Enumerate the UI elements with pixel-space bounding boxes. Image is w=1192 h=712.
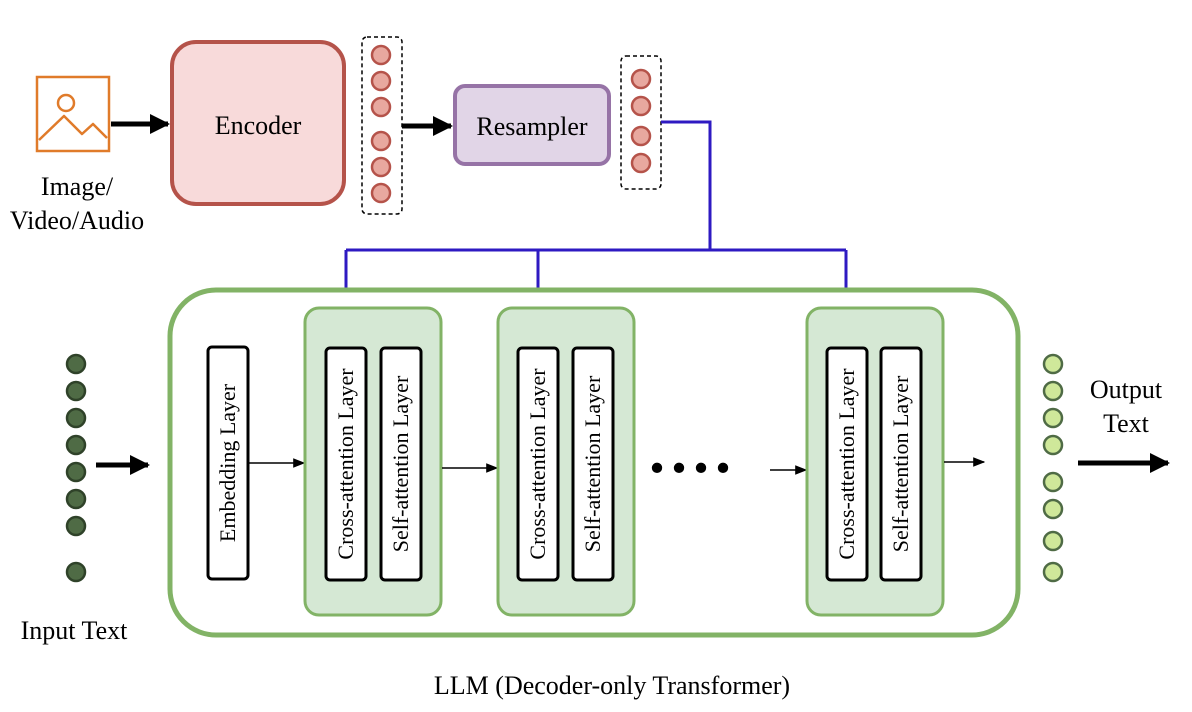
input-token (65, 488, 87, 510)
output-token (1042, 530, 1064, 552)
output-token (1042, 471, 1064, 493)
output-text-label-line2: Text (1103, 409, 1150, 438)
output-token (1042, 380, 1064, 402)
input-token (65, 434, 87, 456)
encoder-token (370, 96, 392, 118)
resampler-token-column (620, 55, 662, 190)
self-attention-layer-label: Self-attention Layer (388, 375, 413, 552)
self-attention-layer (571, 346, 615, 582)
output-token (1042, 561, 1064, 583)
output-token (1042, 498, 1064, 520)
input-token-column (65, 353, 87, 583)
output-token (1042, 353, 1064, 375)
output-token (1042, 434, 1064, 456)
self-attention-layer (879, 346, 923, 582)
self-attention-layer-label: Self-attention Layer (580, 375, 605, 552)
media-label-line2: Video/Audio (10, 206, 144, 235)
encoder-token-column (361, 36, 403, 215)
encoder-token (370, 156, 392, 178)
resampler-token (630, 125, 652, 147)
resampler-block (453, 84, 611, 166)
input-token (65, 353, 87, 375)
input-text-label: Input Text (21, 616, 129, 645)
cross-attention-layer-label: Cross-attention Layer (525, 368, 550, 560)
input-token (65, 515, 87, 537)
ellipsis: .... (649, 415, 737, 486)
decoder-block-2: Cross-attention Layer Self-attention Lay… (496, 306, 636, 617)
cross-attention-layer-label: Cross-attention Layer (333, 368, 358, 560)
decoder-block-1: Cross-attention Layer Self-attention Lay… (303, 306, 443, 617)
input-token (65, 380, 87, 402)
cross-attention-layer-label: Cross-attention Layer (834, 368, 859, 560)
self-attention-layer-label: Self-attention Layer (888, 375, 913, 552)
output-text-label-line1: Output (1090, 375, 1163, 404)
input-token (65, 461, 87, 483)
media-label-line1: Image/ (41, 172, 114, 201)
resampler-token (630, 95, 652, 117)
encoder-block (170, 40, 346, 206)
llm-caption: LLM (Decoder-only Transformer) (434, 671, 790, 700)
cross-attention-layer (324, 346, 368, 582)
resampler-label: Resampler (476, 112, 588, 141)
resampler-token (630, 152, 652, 174)
encoder-token (370, 70, 392, 92)
embedding-layer (206, 345, 250, 581)
cross-attention-layer (825, 346, 869, 582)
output-token-column (1042, 353, 1064, 583)
embedding-layer-label: Embedding Layer (215, 383, 240, 542)
encoder-token (370, 182, 392, 204)
encoder-label: Encoder (215, 111, 302, 140)
cross-attention-layer (516, 346, 560, 582)
resampler-token (630, 68, 652, 90)
media-icon (35, 75, 111, 153)
input-token (65, 407, 87, 429)
encoder-token (370, 44, 392, 66)
decoder-block-3: Cross-attention Layer Self-attention Lay… (805, 306, 945, 617)
output-token (1042, 407, 1064, 429)
encoder-token (370, 130, 392, 152)
self-attention-layer (379, 346, 423, 582)
input-token (65, 561, 87, 583)
